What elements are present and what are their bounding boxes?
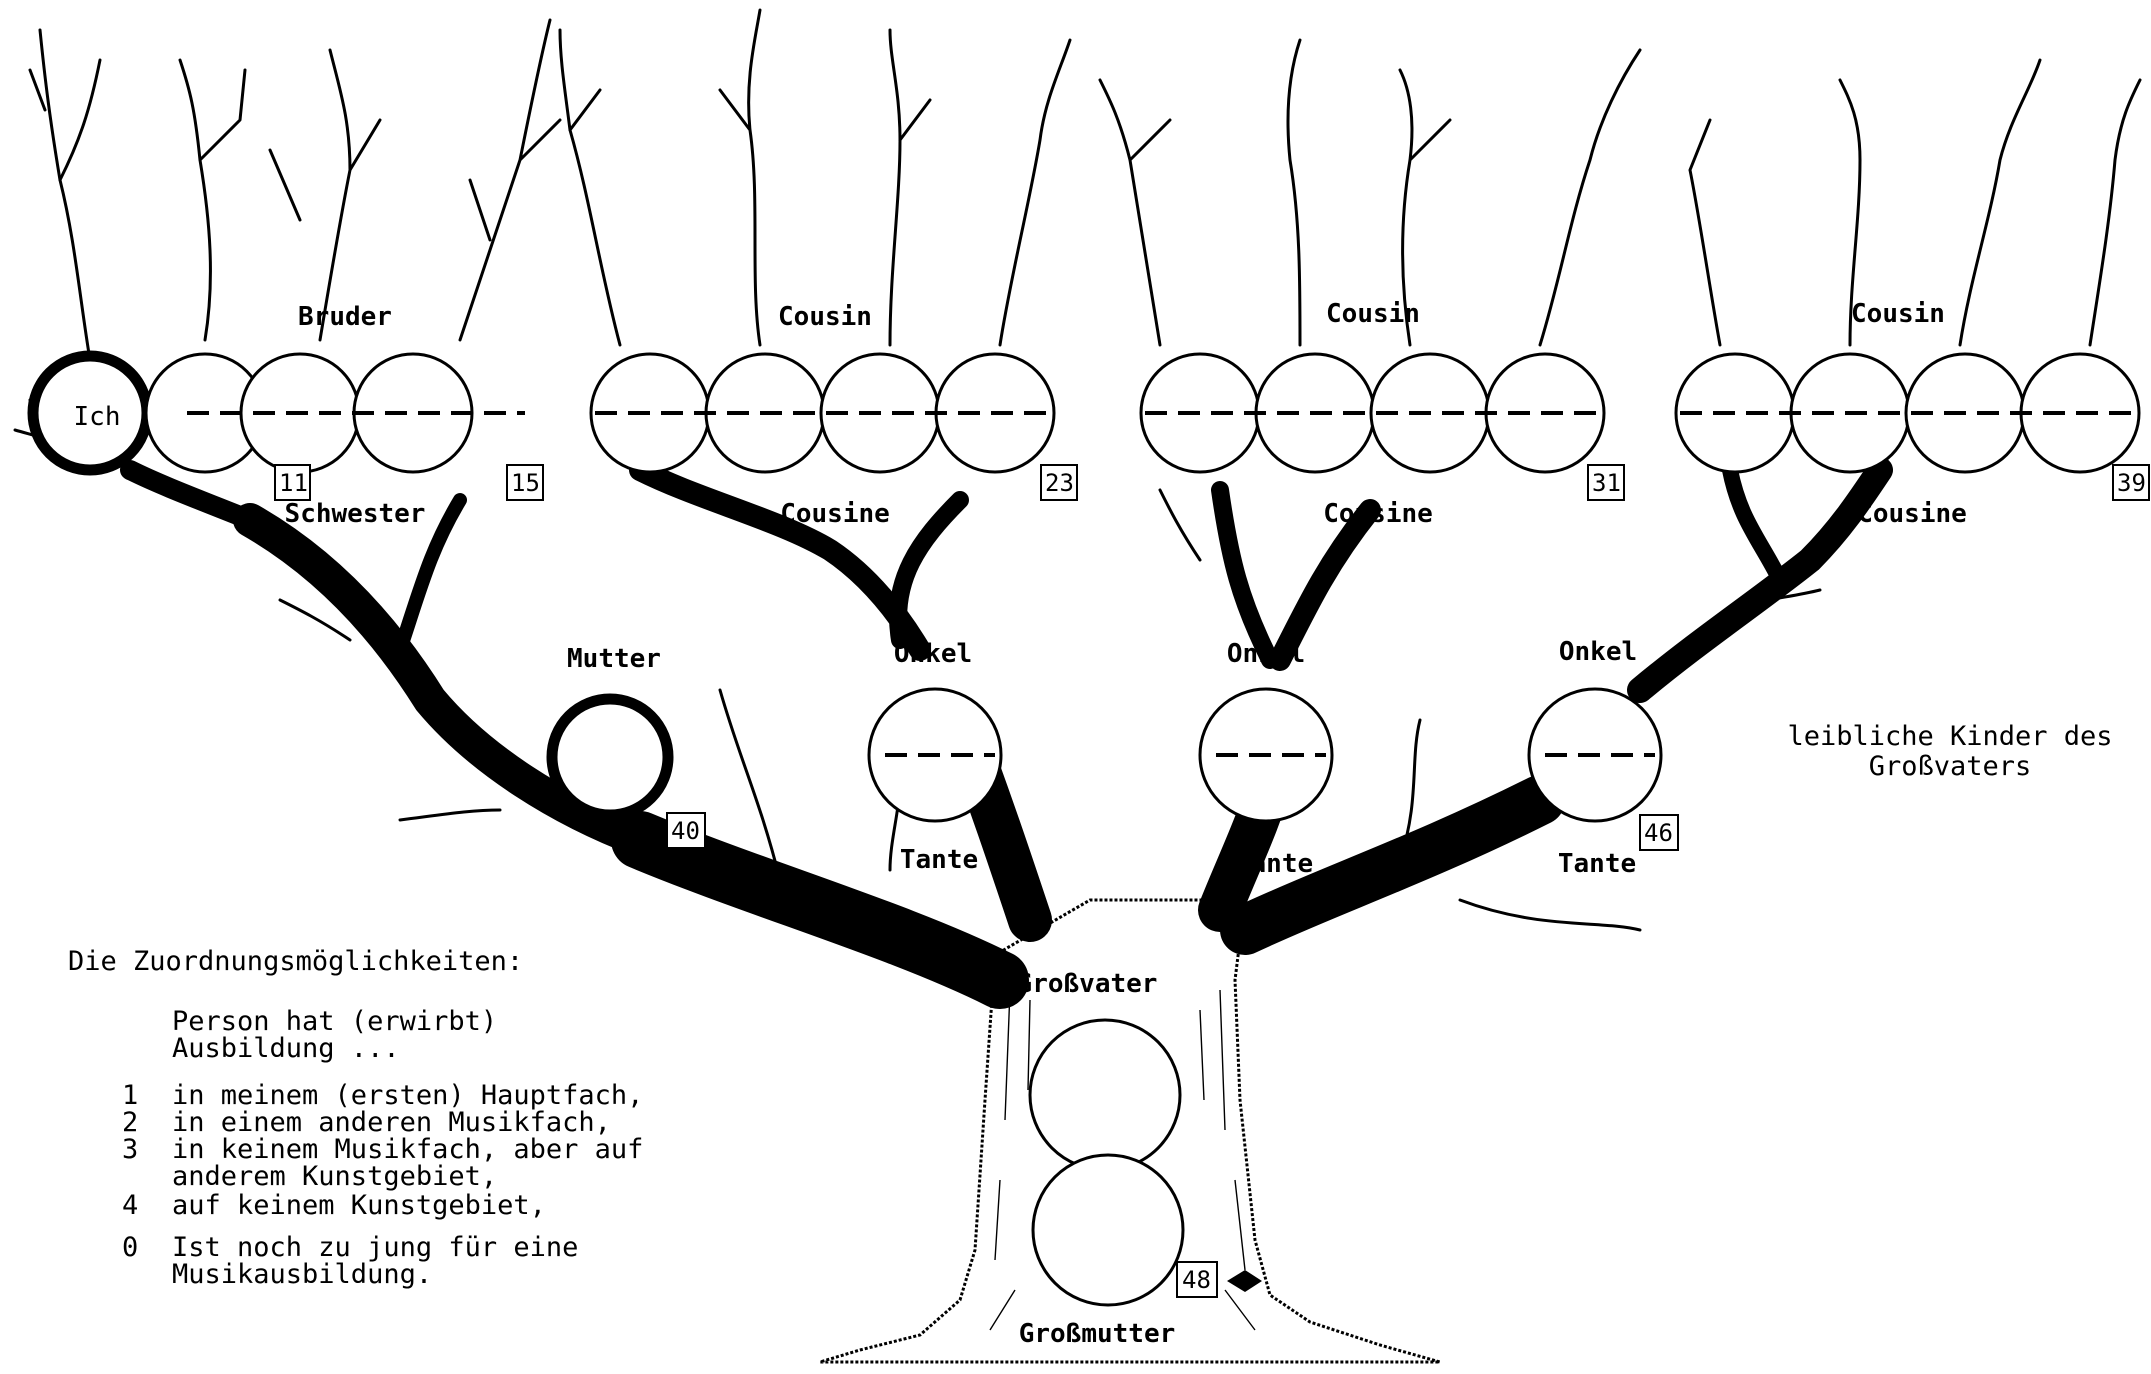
number-cousins-1: 23 [1045,469,1074,497]
circle-grossvater [1030,1020,1180,1170]
label-mutter: Mutter [567,644,661,674]
label-cousin-3: Cousin [1851,299,1945,329]
legend-heading: Die Zuordnungsmöglichkeiten: [68,946,523,977]
label-tante-1: Tante [900,845,978,875]
cousin-group-2 [1141,354,1604,472]
label-onkel-2: Onkel [1227,639,1305,669]
label-cousine-2: Cousine [1323,499,1433,529]
label-onkel-3: Onkel [1559,637,1637,667]
legend-intro-line-2: Ausbildung ... [172,1033,400,1064]
circle-mutter [552,699,668,815]
number-cousins-2: 31 [1592,469,1621,497]
cousin-group-1 [591,354,1054,472]
legend-text: anderem Kunstgebiet, [172,1161,497,1192]
cousin-group-3 [1676,354,2139,472]
number-grossmutter: 48 [1182,1266,1211,1294]
note-line-2: Großvaters [1869,751,2032,782]
label-cousine-3: Cousine [1857,499,1967,529]
note-line-1: leibliche Kinder des [1787,721,2112,752]
legend-code: 4 [122,1190,138,1221]
label-cousine-1: Cousine [780,499,890,529]
label-tante-2: Tante [1235,849,1313,879]
label-onkel-1: Onkel [894,639,972,669]
circle-grossmutter [1033,1155,1183,1305]
label-bruder: Bruder [298,302,392,332]
label-grossmutter: Großmutter [1019,1319,1176,1349]
side-note: leibliche Kinder des Großvaters [1787,721,2112,782]
number-onkel-tante: 46 [1644,819,1673,847]
label-grossvater: Großvater [1017,969,1158,999]
number-siblings-end: 15 [511,469,540,497]
legend-text: auf keinem Kunstgebiet, [172,1190,546,1221]
legend: Die Zuordnungsmöglichkeiten: Person hat … [68,946,643,1290]
label-tante-3: Tante [1558,849,1636,879]
legend-code: 0 [122,1232,138,1263]
number-mutter: 40 [671,817,700,845]
label-schwester: Schwester [285,499,426,529]
legend-text: Musikausbildung. [172,1259,432,1290]
label-cousin-1: Cousin [778,302,872,332]
label-cousin-2: Cousin [1326,299,1420,329]
label-ich: Ich [74,402,121,432]
number-cousins-3: 39 [2117,469,2146,497]
number-siblings-start: 11 [279,469,308,497]
legend-code: 3 [122,1134,138,1165]
